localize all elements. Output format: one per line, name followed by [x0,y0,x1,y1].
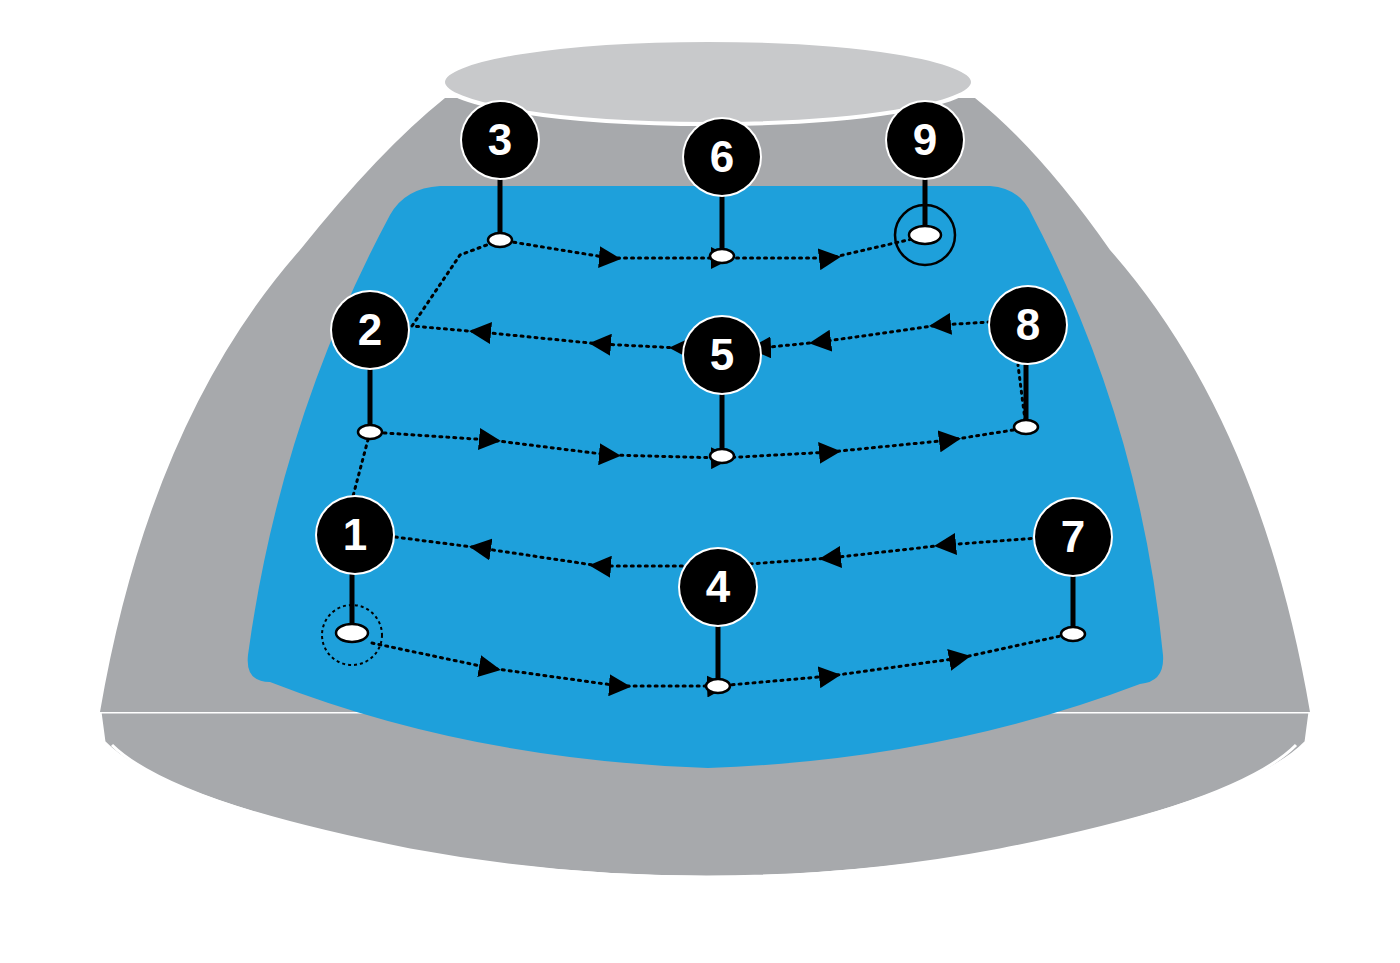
callout-number: 4 [706,565,730,609]
end-marker [895,205,955,265]
callout-number: 5 [710,333,734,377]
path-dotted [350,236,1070,686]
callout-number: 3 [488,118,512,162]
pin-feet [336,226,1085,693]
callout-number: 6 [710,135,734,179]
callout-circle: 8 [990,287,1066,363]
callout-number: 7 [1061,515,1085,559]
path-row-3 [370,428,1026,458]
callout-number: 8 [1016,303,1040,347]
callout-circle: 7 [1035,499,1111,575]
pin-stems [352,165,1073,683]
callout-circle: 2 [332,292,408,368]
callout-circle: 4 [680,549,756,625]
callout-number: 2 [358,308,382,352]
start-marker [322,605,382,665]
callout-circle: 5 [684,317,760,393]
callout-number: 1 [343,513,367,557]
callout-circle: 3 [462,102,538,178]
blue-zone [248,186,1163,768]
callout-circle: 9 [887,102,963,178]
callout-circle: 1 [317,497,393,573]
callout-circle: 6 [684,119,760,195]
callout-number: 9 [913,118,937,162]
path-step-3 [412,240,500,326]
